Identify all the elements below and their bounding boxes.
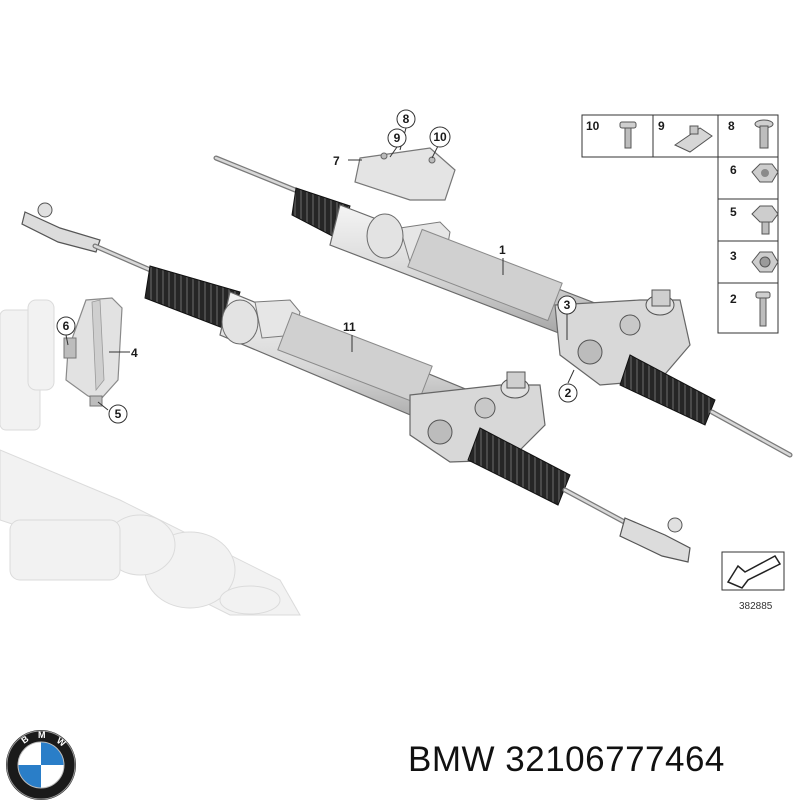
faded-background-assembly: [0, 299, 301, 616]
svg-text:4: 4: [131, 346, 138, 360]
svg-text:8: 8: [728, 119, 735, 133]
svg-text:8: 8: [403, 112, 410, 126]
svg-text:M: M: [38, 730, 46, 740]
callout-7: 7: [333, 154, 340, 168]
callout-4: 4: [131, 346, 138, 360]
hardware-item-3: 3: [730, 249, 779, 273]
svg-text:1: 1: [499, 243, 506, 257]
hardware-panel: 10 9 8 6 5 3 2: [581, 114, 779, 334]
svg-text:10: 10: [433, 130, 447, 144]
hardware-item-6: 6: [730, 163, 779, 183]
callout-5: 5: [108, 404, 128, 424]
svg-text:9: 9: [394, 131, 401, 145]
part-number: 32106777464: [505, 740, 725, 779]
hardware-item-10: 10: [586, 119, 637, 149]
svg-text:10: 10: [586, 119, 600, 133]
hardware-item-5: 5: [730, 205, 779, 235]
svg-text:5: 5: [115, 407, 122, 421]
hardware-item-2: 2: [730, 291, 771, 327]
svg-text:11: 11: [343, 320, 356, 334]
callout-9: 9: [387, 128, 407, 148]
callout-1: 1: [499, 243, 506, 257]
callout-6: 6: [56, 316, 76, 336]
bmw-logo-icon: B M W: [6, 730, 76, 800]
steering-rack-part-1: [213, 155, 793, 458]
callout-10: 10: [429, 126, 451, 148]
hardware-item-9: 9: [658, 119, 713, 153]
callout-3: 3: [557, 295, 577, 315]
svg-text:3: 3: [564, 298, 571, 312]
hardware-item-8: 8: [728, 119, 774, 149]
cover-plate-part-7: [354, 147, 456, 201]
brand-name: BMW: [408, 740, 496, 779]
bracket-part-4: [63, 297, 123, 407]
diagram-code-box: 382885: [721, 551, 785, 612]
part-number-caption: BMW 32106777464: [408, 740, 725, 780]
callout-8: 8: [396, 109, 416, 129]
steering-rack-part-11: [21, 202, 691, 563]
callout-2: 2: [558, 383, 578, 403]
svg-text:5: 5: [730, 205, 737, 219]
svg-text:7: 7: [333, 154, 340, 168]
svg-text:9: 9: [658, 119, 665, 133]
svg-text:B: B: [19, 733, 30, 745]
svg-text:3: 3: [730, 249, 737, 263]
svg-text:6: 6: [730, 163, 737, 177]
svg-text:2: 2: [730, 292, 737, 306]
svg-text:6: 6: [63, 319, 70, 333]
callout-11: 11: [343, 320, 356, 334]
diagram-code: 382885: [739, 601, 773, 612]
svg-text:2: 2: [565, 386, 572, 400]
